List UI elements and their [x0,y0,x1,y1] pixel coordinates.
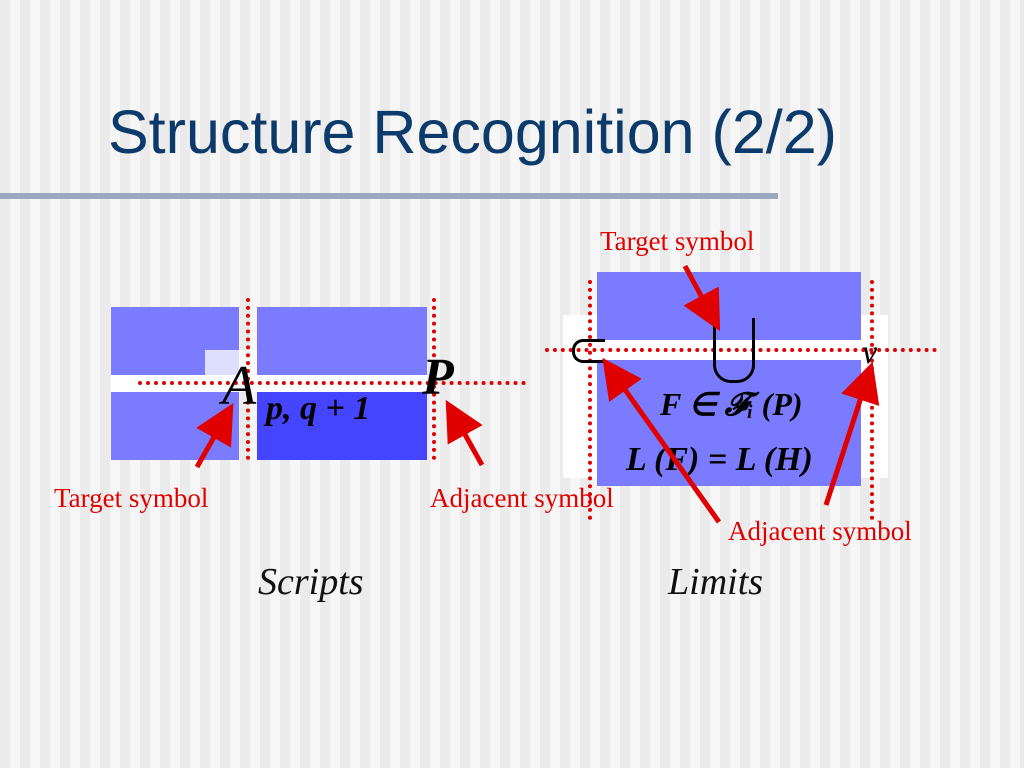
union-icon [713,318,755,383]
limits-adjacent-label: Adjacent symbol [728,516,912,546]
limit-formula-line-1: F ∈ 𝓕ᵢ (P) [660,386,803,422]
limits-left-dotted-line [588,280,592,520]
scripts-adjacent-arrow [445,399,485,467]
right-boundary-dotted-line [432,298,436,460]
scripts-caption: Scripts [258,561,364,603]
limits-adjacent-arrow-left [602,357,722,524]
subscript-expression: p, q + 1 [266,390,371,427]
subset-icon [572,339,605,363]
adjacent-symbol-P: P [422,349,454,406]
region-top-right [257,307,427,375]
region-subscript [257,392,427,460]
limits-caption: Limits [668,561,764,603]
baseline-dotted-line [138,381,526,385]
scripts-target-arrow [194,402,234,469]
limits-target-arrow [682,264,721,332]
title-divider [0,193,778,199]
limits-adjacent-arrow-right [823,361,880,506]
limits-baseline-dotted-line [545,348,937,352]
limit-formula-line-2: L (F) = L (H) [626,441,813,478]
adjacent-symbol-v: v [862,334,878,371]
slide-title: Structure Recognition (2/2) [108,98,837,166]
limits-target-label: Target symbol [600,226,755,256]
scripts-target-label: Target symbol [54,483,209,513]
scripts-adjacent-label: Adjacent symbol [430,483,614,513]
left-boundary-dotted-line [246,298,250,460]
